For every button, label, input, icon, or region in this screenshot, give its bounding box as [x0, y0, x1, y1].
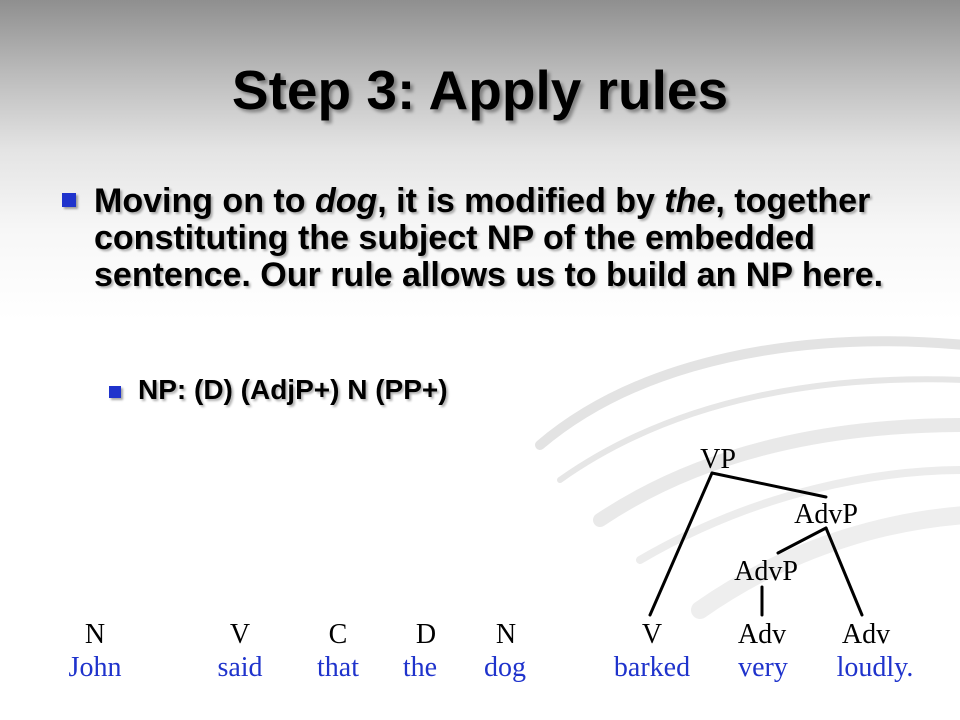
word-label: John [69, 652, 122, 683]
bullet-text-italic-the: the [664, 182, 716, 220]
branch-vp-v [648, 471, 714, 617]
word-label: barked [614, 652, 690, 683]
bullet-text-part: , it is modified by [377, 182, 665, 220]
node-advp-upper: AdvP [794, 499, 858, 530]
branch-advp-adv [824, 526, 864, 617]
word-label: said [217, 652, 262, 683]
word-label: the [403, 652, 437, 683]
word-label: very [738, 652, 788, 683]
branch-advp-advp [776, 526, 828, 555]
sub-bullet-square-icon [109, 386, 121, 398]
node-vp: VP [700, 444, 736, 475]
node-advp-lower: AdvP [734, 556, 798, 587]
category-label: V [642, 619, 662, 650]
slide-title: Step 3: Apply rules [231, 59, 729, 121]
sub-bullet-rule: NP: (D) (AdjP+) N (PP+) [138, 374, 448, 405]
main-bullet-text: Moving on to dog, it is modified by the,… [94, 183, 914, 294]
category-label: Adv [842, 619, 890, 650]
word-label: that [317, 652, 359, 683]
category-label: Adv [738, 619, 786, 650]
bullet-text-part: Moving on to [94, 182, 315, 220]
category-label: C [329, 619, 348, 650]
category-label: D [416, 619, 436, 650]
bullet-text-italic-dog: dog [314, 182, 378, 220]
category-label: N [85, 619, 105, 650]
word-label: loudly. [837, 652, 914, 683]
word-label: dog [484, 652, 526, 683]
category-label: N [496, 619, 516, 650]
bullet-square-icon [62, 193, 76, 207]
bullet-text-part: , together constituting the subject NP o… [94, 182, 884, 294]
branch-vp-advp [710, 471, 828, 499]
category-label: V [230, 619, 250, 650]
